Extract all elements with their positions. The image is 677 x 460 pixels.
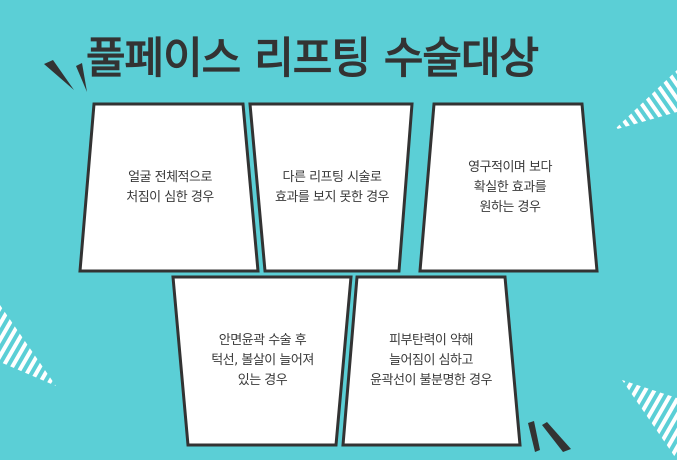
panel-4-text: 안면윤곽 수술 후 턱선, 볼살이 늘어져 있는 경우 (211, 333, 314, 388)
panel-2: 다른 리프팅 시술로 효과를 보지 못한 경우 (262, 110, 402, 266)
panel-2-text: 다른 리프팅 시술로 효과를 보지 못한 경우 (274, 170, 390, 205)
page-title: 풀페이스 리프팅 수술대상 (86, 34, 539, 84)
panel-3-shape (418, 102, 599, 273)
panel-5-text: 피부탄력이 약해 늘어짐이 심하고 윤곽선이 불분명한 경우 (370, 333, 492, 388)
panel-1: 얼굴 전체적으로 처짐이 심한 경우 (95, 110, 245, 266)
striped-triangle-icon (614, 70, 677, 130)
panel-2-shape (248, 102, 414, 273)
panel-5: 피부탄력이 약해 늘어짐이 심하고 윤곽선이 불분명한 경우 (352, 282, 510, 440)
panel-1-shape (78, 102, 260, 273)
spark-marks-icon (528, 421, 571, 452)
panel-4: 안면윤곽 수술 후 턱선, 볼살이 늘어져 있는 경우 (185, 282, 340, 440)
panel-3-text: 영구적이며 보다 확실한 효과를 원하는 경우 (468, 160, 552, 215)
panel-1-text: 얼굴 전체적으로 처짐이 심한 경우 (126, 170, 214, 205)
panel-shapes (78, 102, 599, 447)
panel-4-shape (171, 275, 353, 447)
striped-triangle-icon (622, 380, 677, 460)
spark-marks-icon (44, 60, 87, 92)
panel-5-shape (341, 275, 522, 447)
striped-triangle-icon (0, 305, 56, 386)
panel-3: 영구적이며 보다 확실한 효과를 원하는 경우 (435, 110, 585, 266)
